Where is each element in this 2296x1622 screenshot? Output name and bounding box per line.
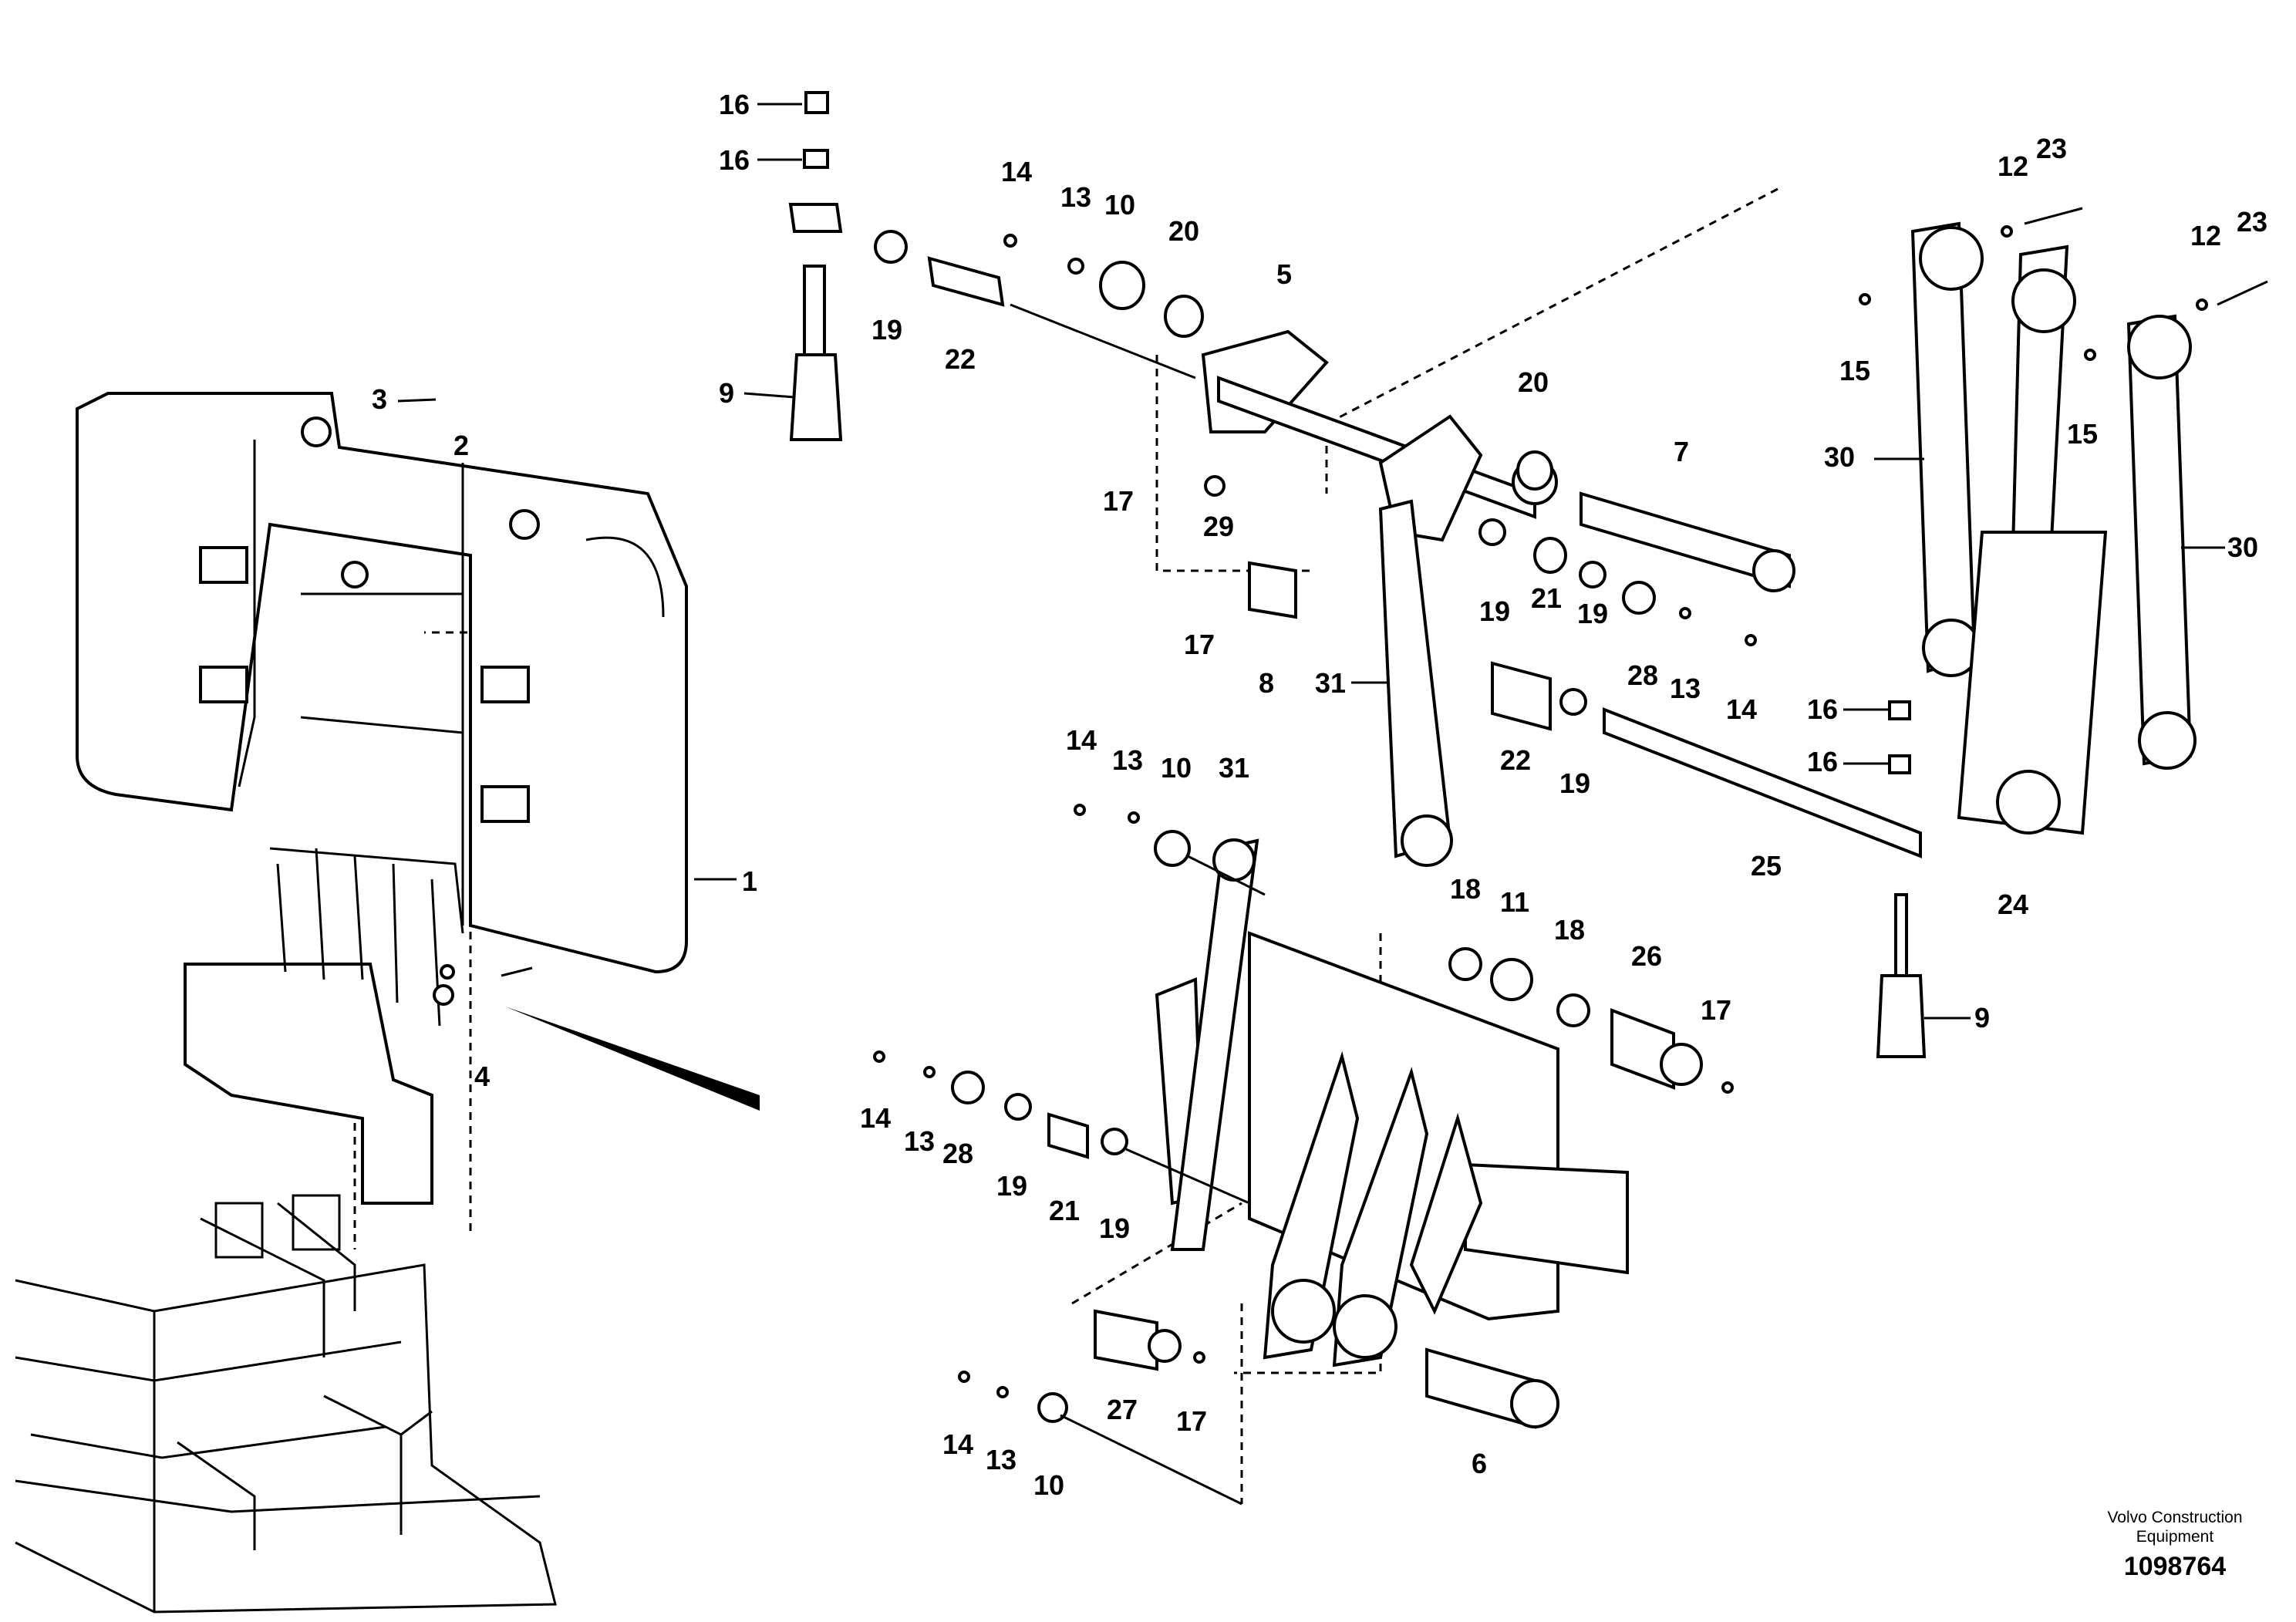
callout-17: 17 xyxy=(1103,485,1134,517)
callout-10: 10 xyxy=(1104,189,1135,221)
callout-19: 19 xyxy=(872,314,902,346)
callout-15: 15 xyxy=(2067,418,2098,450)
callout-12: 12 xyxy=(2190,220,2221,251)
callouts: 16 16 14 13 10 20 5 12 23 12 23 9 19 22 … xyxy=(372,89,2267,1501)
callout-16: 16 xyxy=(719,89,750,120)
callout-1: 1 xyxy=(742,865,757,897)
drawing-number: 1098764 xyxy=(2123,1552,2227,1581)
callout-3: 3 xyxy=(372,383,387,415)
callout-9: 9 xyxy=(1974,1002,1990,1034)
callout-31: 31 xyxy=(1219,752,1249,784)
callout-14: 14 xyxy=(860,1102,891,1134)
callout-19: 19 xyxy=(1577,598,1608,629)
callout-24: 24 xyxy=(1998,889,2028,920)
callout-21: 21 xyxy=(1531,582,1562,614)
callout-22: 22 xyxy=(945,343,976,375)
upper-shaft-linkage xyxy=(927,234,1795,867)
callout-28: 28 xyxy=(1627,659,1658,691)
callout-6: 6 xyxy=(1472,1448,1487,1479)
callout-19: 19 xyxy=(1479,595,1510,627)
callout-28: 28 xyxy=(942,1138,973,1169)
pin-assembly-top xyxy=(788,91,908,441)
callout-20: 20 xyxy=(1518,366,1549,398)
counterweight xyxy=(76,392,688,974)
chassis-frame xyxy=(15,1194,557,1614)
callout-13: 13 xyxy=(986,1444,1017,1475)
callout-17: 17 xyxy=(1176,1405,1207,1437)
callout-10: 10 xyxy=(1161,752,1192,784)
right-arms-cylinder xyxy=(1859,207,2268,835)
callout-20: 20 xyxy=(1168,215,1199,247)
callout-12: 12 xyxy=(1998,150,2028,182)
middle-shaft xyxy=(1478,518,1927,1058)
callout-13: 13 xyxy=(904,1125,935,1157)
callout-21: 21 xyxy=(1049,1195,1080,1226)
callout-10: 10 xyxy=(1033,1469,1064,1501)
callout-19: 19 xyxy=(1559,767,1590,799)
callout-17: 17 xyxy=(1184,629,1215,660)
callout-19: 19 xyxy=(996,1170,1027,1202)
callout-14: 14 xyxy=(1001,156,1032,187)
callout-7: 7 xyxy=(1674,436,1689,467)
callout-8: 8 xyxy=(1259,667,1274,699)
callout-2: 2 xyxy=(453,430,469,461)
callout-23: 23 xyxy=(2237,206,2267,238)
callout-18: 18 xyxy=(1554,914,1585,946)
callout-13: 13 xyxy=(1112,744,1143,776)
callout-15: 15 xyxy=(1839,355,1870,386)
brand-line-2: Equipment xyxy=(2136,1528,2214,1546)
callout-16: 16 xyxy=(719,144,750,176)
callout-26: 26 xyxy=(1631,940,1662,972)
callout-14: 14 xyxy=(1726,693,1757,725)
callout-27: 27 xyxy=(1107,1394,1138,1425)
callout-19: 19 xyxy=(1099,1212,1130,1244)
leader-lines xyxy=(397,103,2225,1020)
callout-18: 18 xyxy=(1450,873,1481,905)
callout-5: 5 xyxy=(1276,258,1292,290)
brand-caption: Volvo Construction Equipment xyxy=(2082,1508,2267,1546)
callout-9: 9 xyxy=(719,377,734,409)
lower-bracket-assembly xyxy=(873,804,1734,1506)
direction-arrow xyxy=(505,1007,760,1111)
callout-30: 30 xyxy=(2227,531,2258,563)
callout-17: 17 xyxy=(1701,994,1731,1026)
callout-14: 14 xyxy=(1066,724,1097,756)
callout-25: 25 xyxy=(1751,850,1782,882)
assembly-overview xyxy=(184,847,533,1205)
callout-22: 22 xyxy=(1500,744,1531,776)
callout-31: 31 xyxy=(1315,667,1346,699)
callout-16: 16 xyxy=(1807,693,1838,725)
callout-4: 4 xyxy=(474,1061,490,1092)
brand-line-1: Volvo Construction xyxy=(2107,1509,2243,1526)
callout-30: 30 xyxy=(1824,441,1855,473)
callout-16: 16 xyxy=(1807,746,1838,777)
callout-29: 29 xyxy=(1203,511,1234,542)
callout-11: 11 xyxy=(1500,886,1529,918)
callout-14: 14 xyxy=(942,1428,973,1460)
callout-23: 23 xyxy=(2036,133,2067,164)
callout-13: 13 xyxy=(1670,673,1701,704)
callout-13: 13 xyxy=(1060,181,1091,213)
